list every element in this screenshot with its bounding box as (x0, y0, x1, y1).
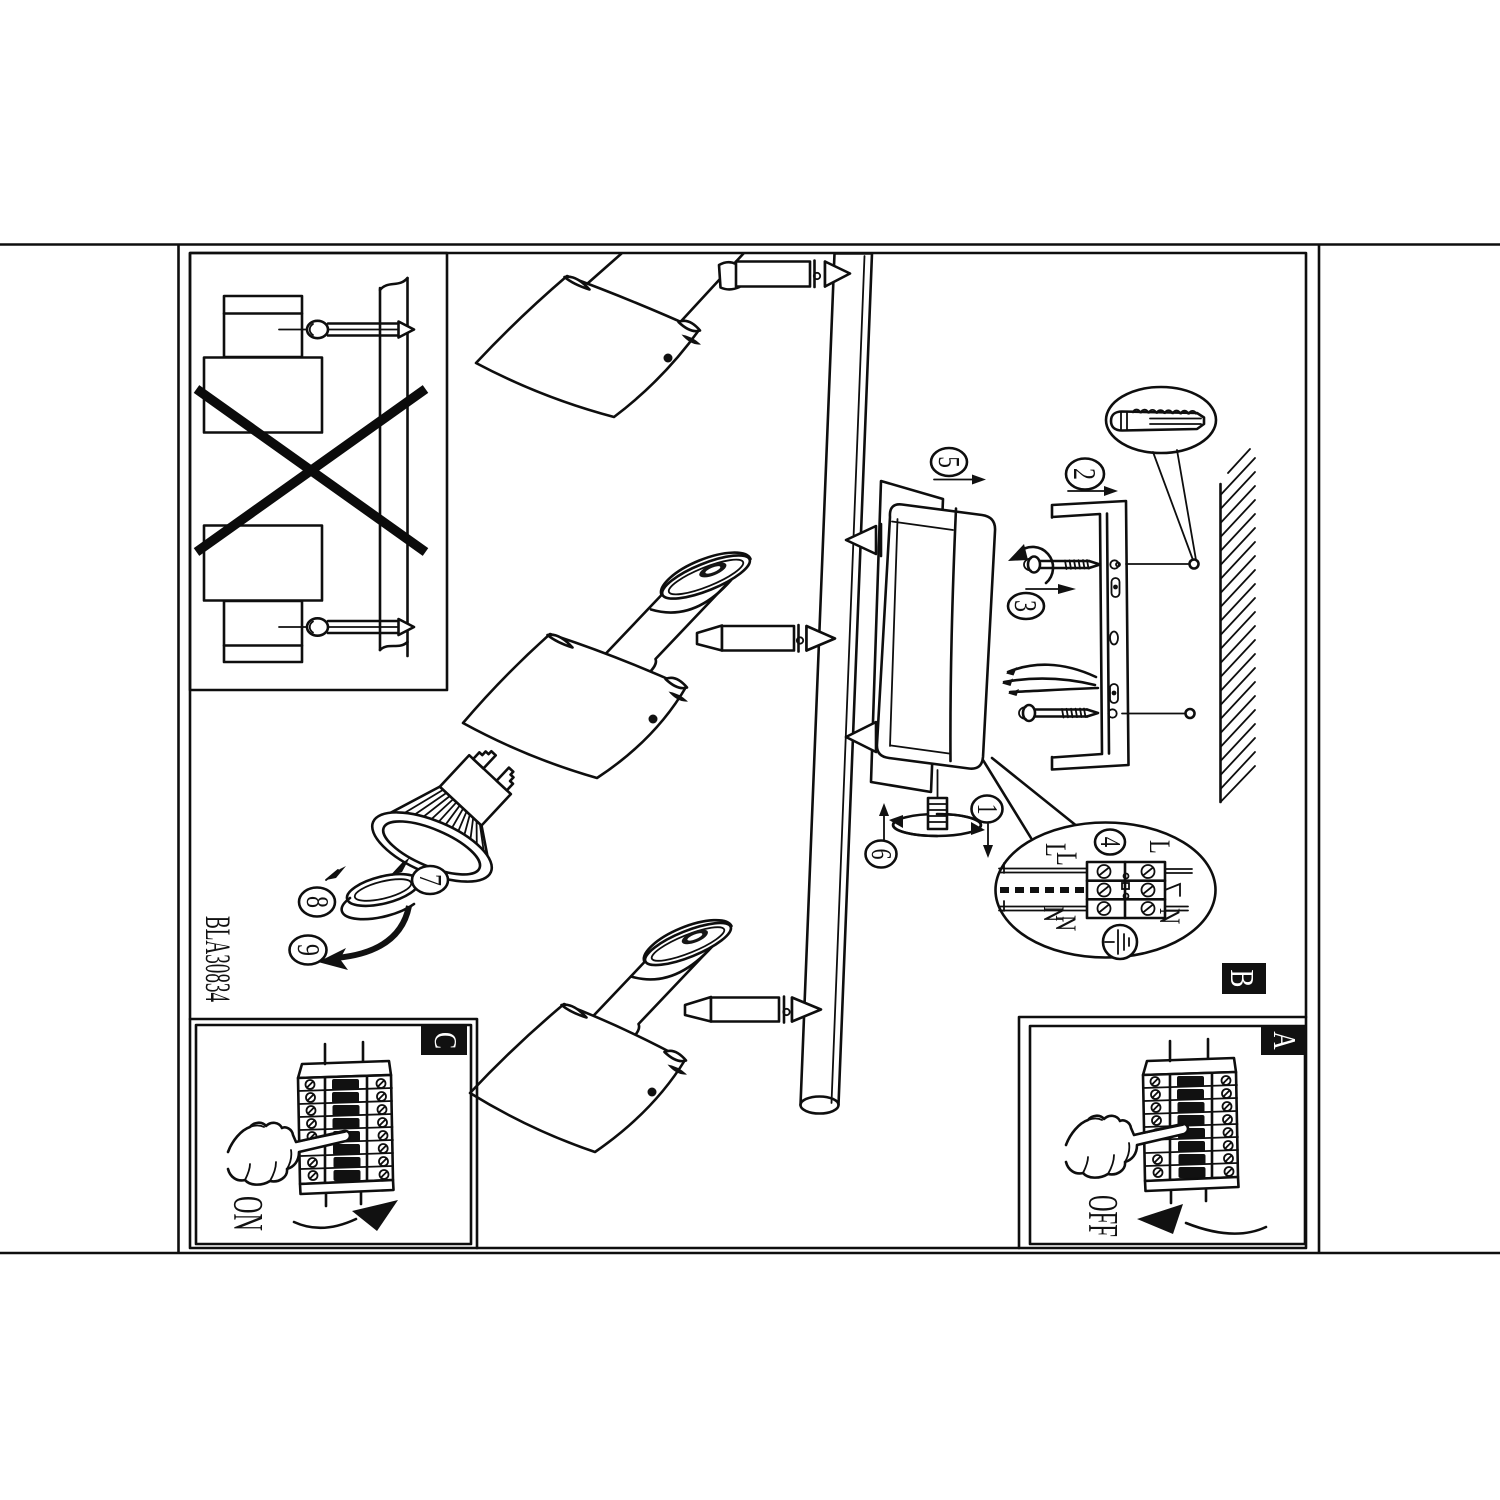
svg-text:7: 7 (412, 874, 447, 886)
svg-text:5: 5 (932, 456, 966, 468)
svg-text:4: 4 (1094, 837, 1125, 848)
svg-text:2: 2 (1066, 468, 1101, 480)
svg-text:3: 3 (1007, 600, 1042, 612)
svg-text:N: N (1049, 915, 1083, 931)
svg-text:B: B (1223, 969, 1261, 987)
svg-text:N: N (1037, 906, 1071, 922)
svg-text:L: L (1143, 840, 1177, 854)
svg-text:ON: ON (224, 1196, 270, 1231)
svg-text:1: 1 (971, 804, 1004, 815)
svg-text:BLA30834: BLA30834 (198, 916, 238, 1002)
svg-text:C: C (427, 1032, 462, 1049)
svg-text:L: L (1050, 852, 1084, 866)
svg-text:A: A (1266, 1031, 1301, 1050)
svg-text:8: 8 (299, 896, 334, 908)
svg-text:OFF: OFF (1079, 1195, 1125, 1237)
svg-text:L: L (1039, 843, 1073, 857)
svg-text:6: 6 (865, 849, 898, 860)
svg-text:N: N (1153, 908, 1187, 924)
svg-text:9: 9 (290, 944, 325, 956)
